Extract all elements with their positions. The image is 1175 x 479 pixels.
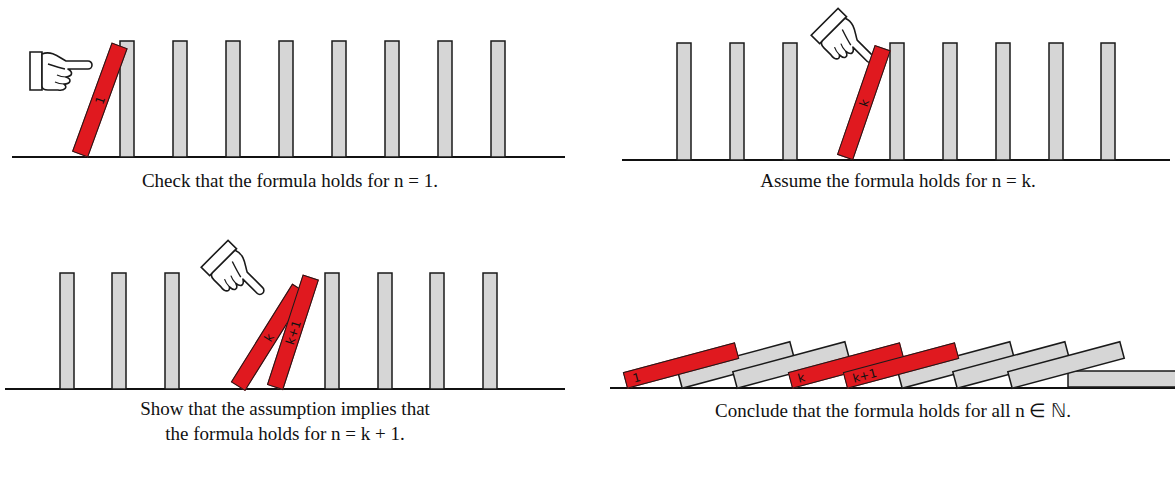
standing-domino bbox=[730, 43, 744, 160]
domino-block: k bbox=[837, 45, 891, 160]
standing-domino bbox=[783, 43, 797, 160]
standing-domino bbox=[1101, 43, 1115, 160]
fallen-domino bbox=[1068, 371, 1175, 387]
step-caption: Conclude that the formula holds for all … bbox=[715, 398, 1071, 423]
standing-domino bbox=[332, 41, 346, 157]
panel-one bbox=[12, 41, 565, 157]
domino-label: k bbox=[796, 369, 806, 384]
standing-domino bbox=[385, 41, 399, 157]
domino-label: k bbox=[856, 97, 872, 108]
standing-domino bbox=[60, 273, 74, 389]
panel-four bbox=[610, 342, 1175, 388]
standing-domino bbox=[325, 273, 339, 389]
domino-label: 1 bbox=[92, 94, 108, 106]
standing-domino bbox=[943, 43, 957, 160]
domino-label: k+1 bbox=[851, 365, 878, 385]
standing-domino bbox=[279, 41, 293, 157]
pointing-hand bbox=[30, 52, 92, 90]
standing-domino bbox=[483, 273, 497, 389]
standing-domino bbox=[677, 43, 691, 160]
standing-domino bbox=[112, 273, 126, 389]
step-caption: Assume the formula holds for n = k. bbox=[760, 168, 1036, 193]
standing-domino bbox=[173, 41, 187, 157]
standing-domino bbox=[491, 41, 505, 157]
ground-line bbox=[5, 388, 565, 390]
step-caption: Show that the assumption implies that th… bbox=[131, 396, 439, 446]
pointing-hand bbox=[201, 240, 272, 311]
step-caption: Check that the formula holds for n = 1. bbox=[142, 168, 438, 193]
standing-domino bbox=[996, 43, 1010, 160]
domino-label: 1 bbox=[631, 369, 642, 385]
domino-label: k bbox=[261, 330, 277, 343]
standing-domino bbox=[890, 43, 904, 160]
domino-block: 1 bbox=[72, 42, 128, 157]
standing-domino bbox=[438, 41, 452, 157]
standing-domino bbox=[226, 41, 240, 157]
standing-domino bbox=[1049, 43, 1063, 160]
standing-domino bbox=[430, 273, 444, 389]
fallen-domino bbox=[1008, 342, 1124, 388]
panel-two bbox=[622, 8, 1170, 160]
standing-domino bbox=[378, 273, 392, 389]
domino-block: 1 bbox=[623, 342, 739, 388]
standing-domino bbox=[165, 273, 179, 389]
